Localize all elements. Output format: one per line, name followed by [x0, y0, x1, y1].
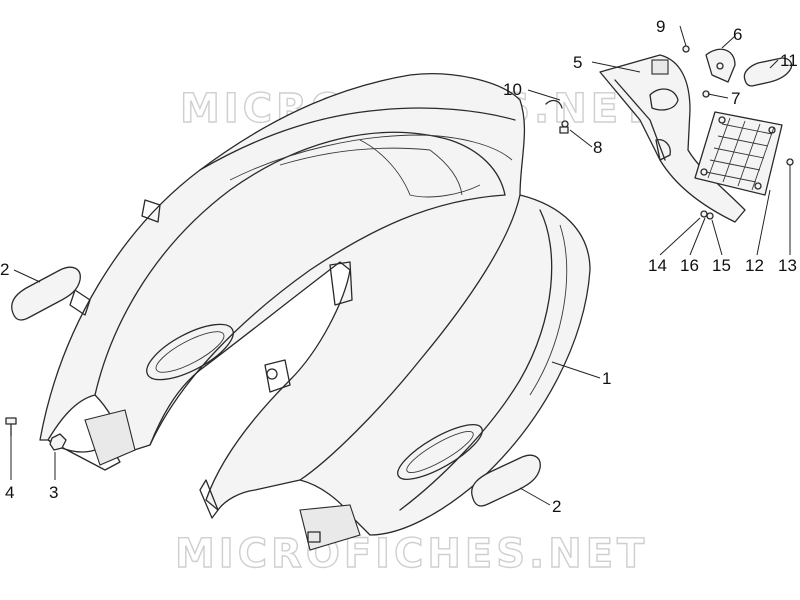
callout-2-right: 2 — [552, 497, 561, 516]
callout-2-left: 2 — [0, 260, 9, 279]
reflector-strip-left — [11, 266, 81, 321]
callout-4: 4 — [5, 483, 14, 502]
bracket-part-6 — [705, 48, 736, 83]
callout-1: 1 — [602, 369, 611, 388]
callout-13: 13 — [778, 256, 797, 275]
rear-body-shell — [39, 73, 591, 551]
callout-6: 6 — [733, 25, 742, 44]
callout-16: 16 — [680, 256, 699, 275]
leader-lines — [10, 25, 791, 506]
callout-8: 8 — [593, 138, 602, 157]
callout-9: 9 — [656, 17, 665, 36]
watermark-bottom: MICROFICHES.NET — [175, 531, 648, 577]
screw-part-4 — [5, 417, 17, 437]
callout-15: 15 — [712, 256, 731, 275]
callout-10: 10 — [503, 80, 522, 99]
plate-grille-12 — [694, 111, 783, 196]
small-fasteners — [545, 45, 794, 220]
callout-14: 14 — [648, 256, 667, 275]
callout-11: 11 — [780, 51, 798, 70]
nut-part-3 — [49, 433, 67, 451]
callout-numbers: 1 2 2 3 4 5 6 7 8 9 10 11 12 13 14 15 16 — [0, 17, 798, 516]
callout-3: 3 — [49, 483, 58, 502]
reflector-strip-right — [471, 454, 541, 507]
cover-part-11 — [743, 57, 793, 87]
callout-5: 5 — [573, 53, 582, 72]
callout-12: 12 — [745, 256, 764, 275]
callout-7: 7 — [731, 89, 740, 108]
